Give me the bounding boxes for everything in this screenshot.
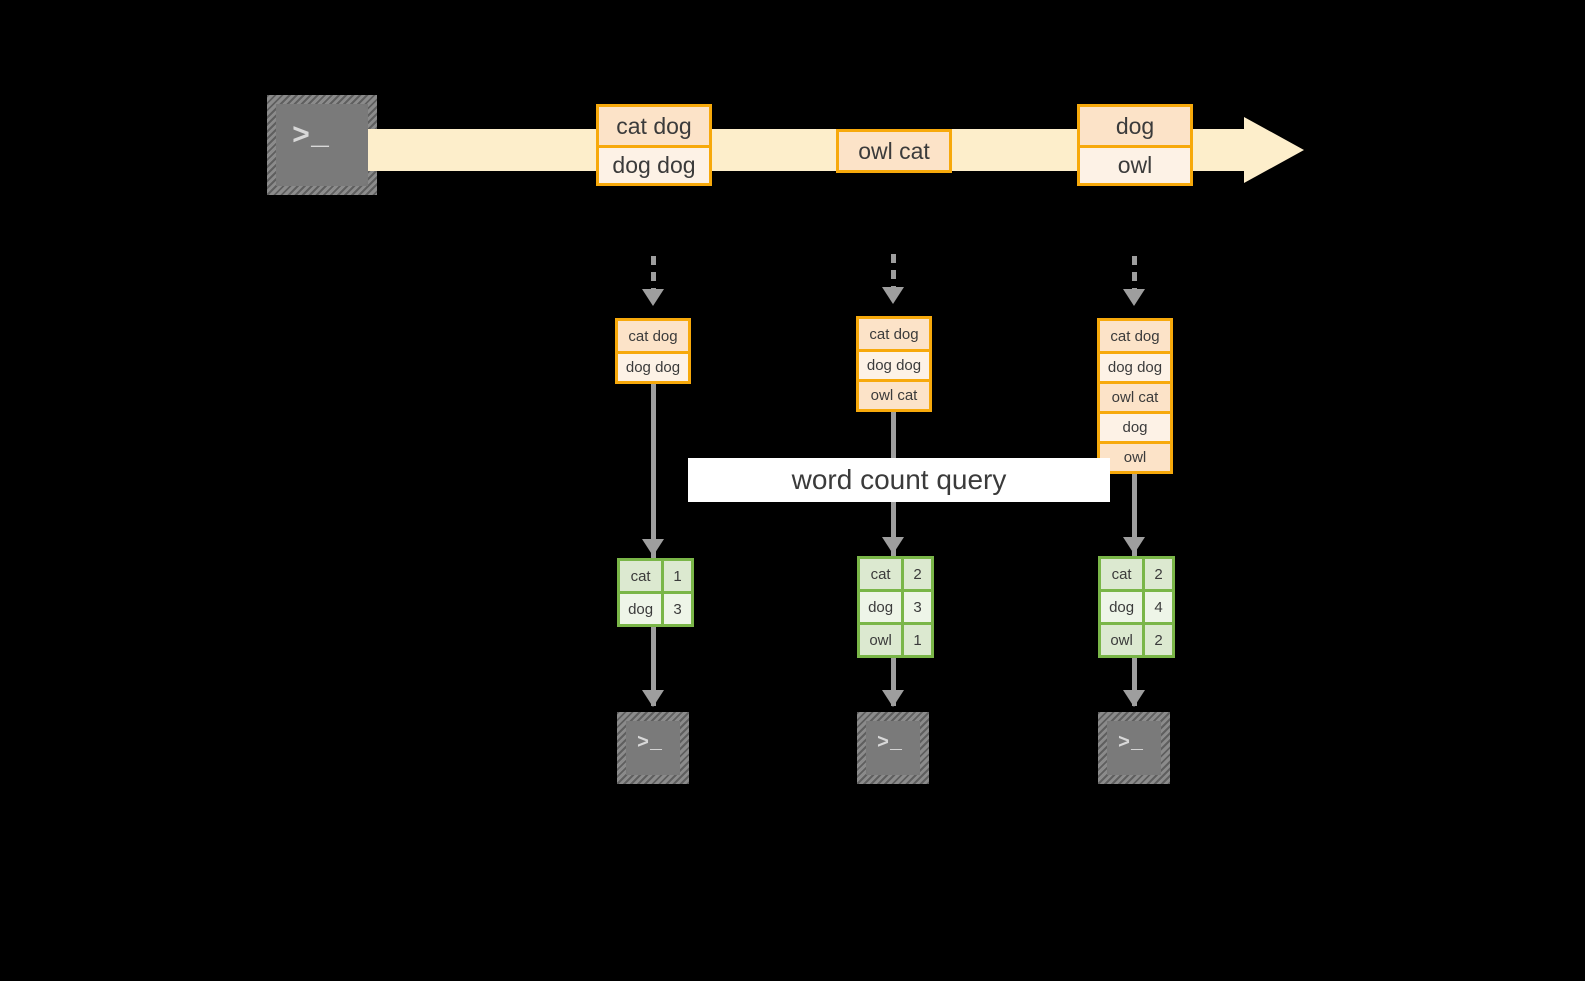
- snapshot-1-output-connector: [651, 620, 656, 706]
- snapshot-3-dashed-connector: [1132, 256, 1137, 292]
- word-cell: owl: [860, 625, 905, 655]
- snapshot-2-count-table: cat 2 dog 3 owl 1: [857, 556, 934, 658]
- stream-record-line: dog dog: [599, 145, 709, 183]
- terminal-prompt-glyph: >_: [637, 732, 664, 755]
- snapshot-3-query-connector: [1132, 470, 1137, 572]
- table-row: dog 3: [860, 589, 931, 622]
- snapshot-3-dashed-arrowhead: [1123, 289, 1145, 306]
- snapshot-3-query-arrowhead: [1123, 537, 1145, 554]
- word-cell: cat: [620, 561, 665, 591]
- stack-line: cat dog: [618, 321, 688, 351]
- terminal-prompt-glyph: >_: [292, 120, 331, 154]
- stream-arrow-head: [1244, 117, 1304, 183]
- table-row: dog 3: [620, 591, 691, 624]
- snapshot-1-input-stack: cat dog dog dog: [615, 318, 691, 384]
- word-cell: dog: [1101, 592, 1146, 622]
- snapshot-3-input-stack: cat dog dog dog owl cat dog owl: [1097, 318, 1173, 474]
- snapshot-2-dashed-connector: [891, 254, 896, 290]
- count-cell: 2: [1145, 625, 1172, 655]
- snapshot-2-input-stack: cat dog dog dog owl cat: [856, 316, 932, 412]
- table-row: owl 1: [860, 622, 931, 655]
- stream-record-1: cat dog dog dog: [596, 104, 712, 186]
- snapshot-1-output-arrowhead: [642, 690, 664, 707]
- stream-record-2: owl cat: [836, 129, 952, 173]
- table-row: owl 2: [1101, 622, 1172, 655]
- producer-terminal-icon: >_: [267, 95, 377, 195]
- stack-line: cat dog: [859, 319, 929, 349]
- snapshot-1-count-table: cat 1 dog 3: [617, 558, 694, 627]
- count-cell: 3: [904, 592, 931, 622]
- stack-line: cat dog: [1100, 321, 1170, 351]
- stack-line: dog dog: [1100, 351, 1170, 381]
- word-cell: dog: [860, 592, 905, 622]
- snapshot-2-dashed-arrowhead: [882, 287, 904, 304]
- snapshot-3-output-connector: [1132, 648, 1137, 706]
- word-cell: dog: [620, 594, 665, 624]
- count-cell: 2: [1145, 559, 1172, 589]
- snapshot-2-query-arrowhead: [882, 537, 904, 554]
- count-cell: 2: [904, 559, 931, 589]
- terminal-screen: >_: [866, 721, 920, 775]
- table-row: cat 2: [1101, 559, 1172, 589]
- terminal-screen: >_: [626, 721, 680, 775]
- query-banner: word count query: [688, 458, 1110, 502]
- terminal-prompt-glyph: >_: [1118, 732, 1145, 755]
- stream-record-line: owl cat: [839, 132, 949, 170]
- snapshot-2-consumer-terminal-icon: >_: [857, 712, 929, 784]
- count-cell: 4: [1145, 592, 1172, 622]
- snapshot-2-output-connector: [891, 648, 896, 706]
- snapshot-1-query-arrowhead: [642, 539, 664, 556]
- snapshot-3-output-arrowhead: [1123, 690, 1145, 707]
- terminal-screen: >_: [1107, 721, 1161, 775]
- stack-line: dog dog: [859, 349, 929, 379]
- stack-line: owl cat: [859, 379, 929, 409]
- snapshot-3-consumer-terminal-icon: >_: [1098, 712, 1170, 784]
- count-cell: 1: [664, 561, 691, 591]
- table-row: cat 1: [620, 561, 691, 591]
- snapshot-2-output-arrowhead: [882, 690, 904, 707]
- terminal-prompt-glyph: >_: [877, 732, 904, 755]
- query-banner-label: word count query: [791, 464, 1007, 495]
- table-row: cat 2: [860, 559, 931, 589]
- stack-line: dog dog: [618, 351, 688, 381]
- stream-record-line: owl: [1080, 145, 1190, 183]
- word-cell: cat: [860, 559, 905, 589]
- snapshot-1-dashed-connector: [651, 256, 656, 292]
- snapshot-1-dashed-arrowhead: [642, 289, 664, 306]
- stack-line: dog: [1100, 411, 1170, 441]
- count-cell: 3: [664, 594, 691, 624]
- stream-record-line: cat dog: [599, 107, 709, 145]
- snapshot-1-consumer-terminal-icon: >_: [617, 712, 689, 784]
- terminal-screen: >_: [276, 104, 368, 186]
- word-cell: owl: [1101, 625, 1146, 655]
- snapshot-1-query-connector: [651, 380, 656, 572]
- stream-record-3: dog owl: [1077, 104, 1193, 186]
- stack-line: owl cat: [1100, 381, 1170, 411]
- count-cell: 1: [904, 625, 931, 655]
- table-row: dog 4: [1101, 589, 1172, 622]
- stream-record-line: dog: [1080, 107, 1190, 145]
- stack-line: owl: [1100, 441, 1170, 471]
- word-cell: cat: [1101, 559, 1146, 589]
- snapshot-3-count-table: cat 2 dog 4 owl 2: [1098, 556, 1175, 658]
